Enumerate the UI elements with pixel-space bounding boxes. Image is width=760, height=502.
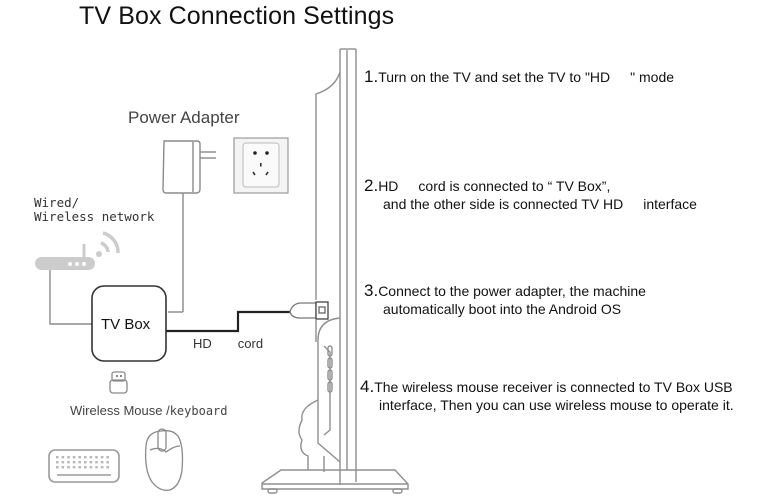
hd-cord-label: HD cord [193, 336, 263, 351]
wifi-signal-icon [96, 231, 120, 257]
keyboard-icon [48, 449, 120, 483]
keyboard-key [78, 466, 81, 469]
hdmi-plug-icon [289, 301, 329, 320]
step-2-text-a: HD [378, 178, 399, 194]
router-icon [35, 244, 95, 270]
keyboard-key [84, 461, 87, 464]
keyboard-key [72, 461, 76, 464]
keyboard-key [89, 461, 93, 464]
keyboard-key [61, 466, 65, 469]
keyboard-key [89, 466, 93, 469]
tv-box-icon [91, 285, 167, 362]
keyboard-key [61, 461, 65, 464]
keyboard-key [89, 456, 93, 459]
keyboard-key [67, 456, 70, 459]
keyboard-key [100, 466, 104, 469]
step-3-text: Connect to the power adapter, the machin… [378, 283, 646, 299]
keyboard-key [100, 456, 104, 459]
keyboard-key [67, 461, 70, 464]
step-3-line2: automatically boot into the Android OS [383, 301, 622, 317]
step-1: 1.Turn on the TV and set the TV to "HD " … [364, 68, 674, 86]
step-2-line2-b: interface [643, 196, 697, 212]
keyboard-key [78, 461, 81, 464]
keyboard-key [106, 466, 109, 469]
keyboard-key [84, 466, 87, 469]
wireless-mouse-keyboard-label: Wireless Mouse /keyboard [70, 403, 228, 418]
keyboard-key [95, 456, 98, 459]
keyboard-key [61, 456, 65, 459]
keyboard-key [78, 456, 81, 459]
mouse-icon [144, 428, 184, 491]
keyboard-label: keyboard [169, 404, 228, 418]
step-4-number: 4. [360, 377, 375, 396]
wireless-mouse-label: Wireless Mouse / [70, 403, 170, 418]
step-4-line2: interface, Then you can use wireless mou… [379, 397, 734, 413]
tv-box-label: TV Box [101, 316, 151, 333]
keyboard-key [95, 466, 98, 469]
keyboard-key [106, 461, 109, 464]
step-1-text-b: " mode [630, 69, 675, 85]
keyboard-key [95, 461, 98, 464]
step-2-line2-a: and the other side is connected TV HD [383, 196, 624, 212]
keyboard-key [84, 456, 87, 459]
usb-receiver-icon [109, 371, 128, 394]
step-3-number: 3. [364, 281, 379, 300]
step-4-text: The wireless mouse receiver is connected… [374, 379, 733, 395]
network-label-line1: Wired/ [34, 195, 80, 210]
step-3: 3.Connect to the power adapter, the mach… [364, 282, 646, 318]
keyboard-key [67, 466, 70, 469]
step-2: 2.HD cord is connected to “ TV Box”, and … [364, 177, 697, 213]
page-title: TV Box Connection Settings [79, 2, 395, 30]
step-2-text-b: cord is connected to “ TV Box”, [418, 178, 611, 194]
keyboard-key [72, 466, 76, 469]
keyboard-key [56, 456, 59, 459]
hd-cord-label-a: HD [193, 336, 212, 351]
network-label-line2: Wireless network [34, 209, 155, 224]
step-4: 4.The wireless mouse receiver is connect… [360, 378, 734, 414]
keyboard-key [106, 456, 109, 459]
hd-cord-line [166, 310, 290, 333]
hd-cord-label-b: cord [237, 336, 264, 351]
tv-side-view-icon [261, 48, 409, 494]
keyboard-key [56, 461, 59, 464]
step-1-number: 1. [364, 67, 379, 86]
step-2-number: 2. [364, 176, 379, 195]
power-adapter-label: Power Adapter [128, 108, 240, 127]
step-2-line2: and the other side is connected TV HD int… [364, 195, 697, 213]
network-label: Wired/ Wireless network [34, 196, 154, 224]
keyboard-key [56, 466, 59, 469]
keyboard-key [100, 461, 104, 464]
wall-socket-icon [233, 137, 289, 194]
step-1-text-a: Turn on the TV and set the TV to "HD [378, 69, 611, 85]
power-adapter-icon [162, 140, 216, 312]
keyboard-key [72, 456, 76, 459]
